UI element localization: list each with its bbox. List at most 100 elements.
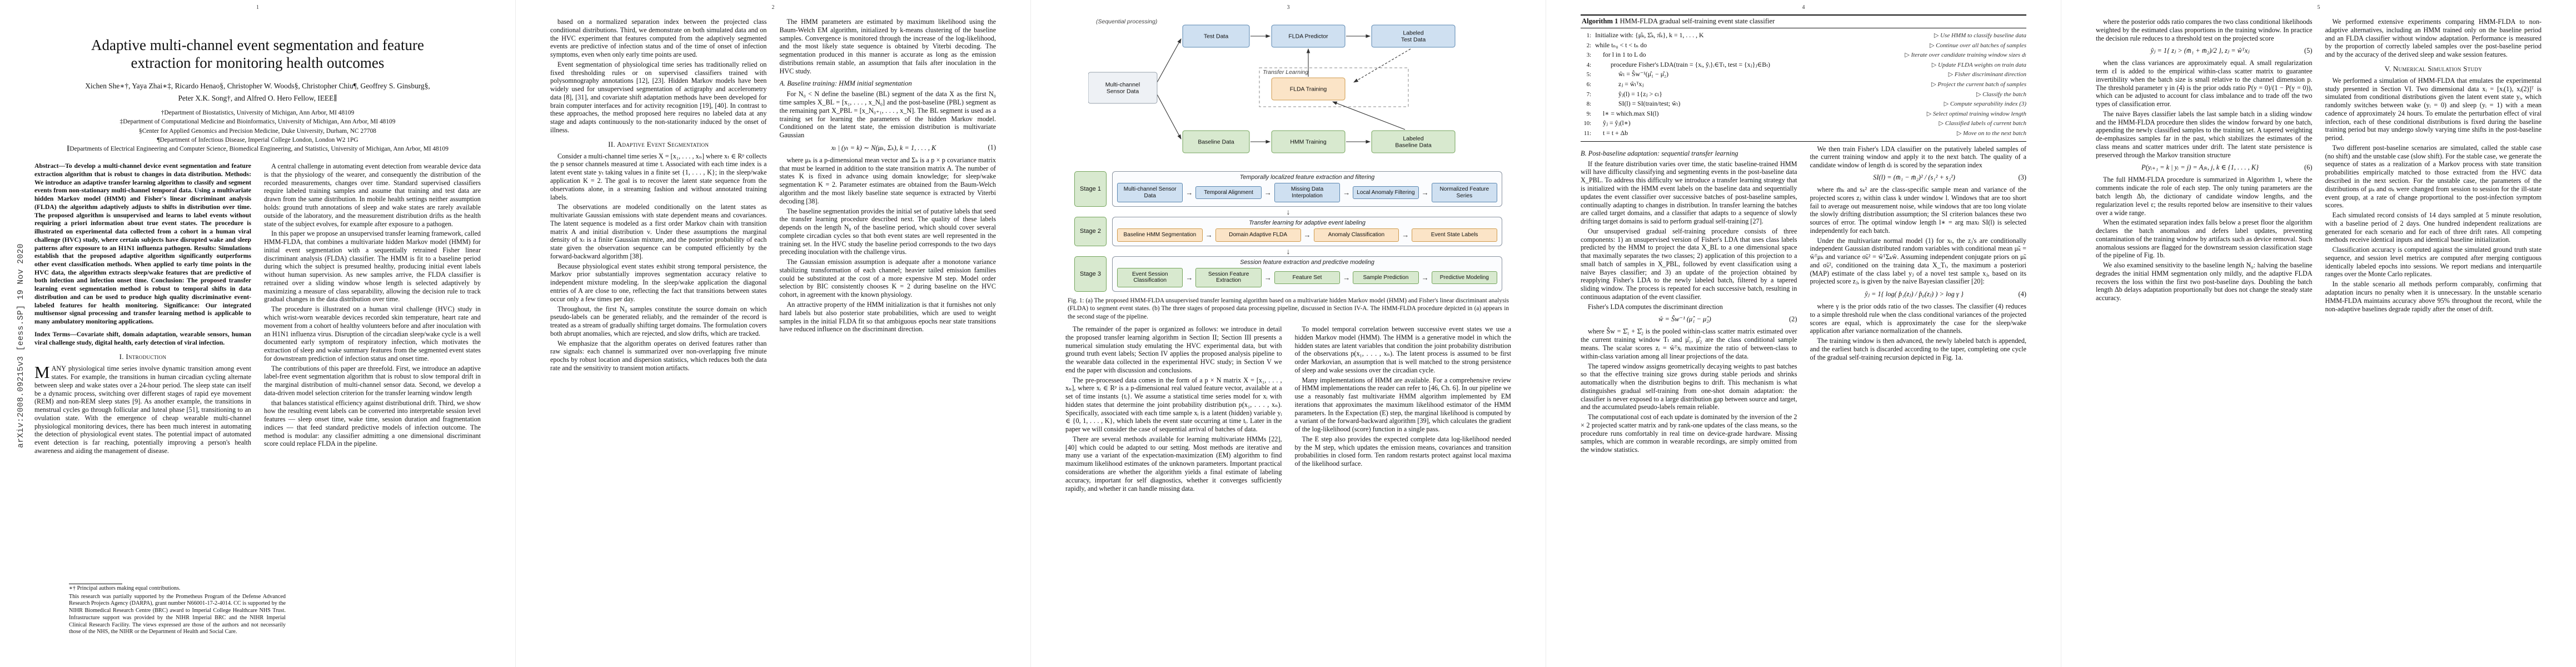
equation: P(yᵢ₊₁ = k | yᵢ = j) = Aⱼₖ, j, k ∈ {1, .… <box>2096 163 2313 172</box>
page-number: 4 <box>1802 4 1805 11</box>
algorithm-comment: ▷ Continue over all batches of samples <box>1929 42 2026 49</box>
equation-number: (3) <box>2018 173 2026 181</box>
equation: SI(l) = (m̄₁ − m̄₂)² / (s₁² + s₂²)(3) <box>1810 173 2026 182</box>
footnote-funding: This research was partially supported by… <box>69 593 286 635</box>
paragraph: We performed extensive experiments compa… <box>2325 18 2542 59</box>
pipeline-node: Domain Adaptive FLDA <box>1215 228 1301 242</box>
subsection-heading: A. Baseline training: HMM initial segmen… <box>779 79 912 88</box>
equation: ŷⱼ = 1{ zⱼ > (m̄₁ + m̄₂)/2 }, zⱼ = ŵᵀxⱼ(… <box>2096 46 2313 55</box>
paragraph: Throughout, the first N₀ samples constit… <box>550 305 767 337</box>
arrow-right-icon: → <box>1185 273 1193 282</box>
index-terms: Index Terms—Covariate shift, domain adap… <box>34 330 251 346</box>
paragraph: Event segmentation of physiological time… <box>550 60 767 134</box>
algorithm-line-number: 7: <box>1586 91 1591 98</box>
algorithm-comment: ▷ Move on to the next batch <box>1956 130 2026 137</box>
stage-label: Stage 3 <box>1074 256 1107 292</box>
pipeline-node: Predictive Modeling <box>1431 271 1498 285</box>
paragraph: Our unsupervised gradual self-training p… <box>1581 227 1797 301</box>
sequential-processing-label: (Sequential processing) <box>1096 18 1157 25</box>
paragraph: The baseline segmentation provides the i… <box>779 207 996 256</box>
footnote-equal-contrib: ∗† Principal authors making equal contri… <box>69 585 181 591</box>
flow-node <box>1182 130 1250 153</box>
paragraph: Because physiological event states exhib… <box>550 262 767 303</box>
equation-number: (6) <box>2304 163 2313 171</box>
paragraph: based on a normalized separation index b… <box>550 18 767 59</box>
transfer-learning-box <box>1259 67 1409 107</box>
text-column: We then train Fisher's LDA classifier on… <box>1810 145 2027 638</box>
page-number: 2 <box>771 4 775 11</box>
algorithm-label: Algorithm 1 <box>1582 17 1618 25</box>
arrow-right-icon: → <box>1185 188 1193 197</box>
arxiv-stamp: arXiv:2008.09215v3 [eess.SP] 19 Nov 2020 <box>17 243 26 448</box>
paragraph: Many implementations of HMM are availabl… <box>1294 376 1512 434</box>
algorithm-line: 6:zⱼ = ŵₗᵀxⱼ▷ Project the current batch … <box>1581 79 2026 89</box>
algorithm-line-number: 11: <box>1583 131 1591 137</box>
stage-flow: Event Session Classification→Session Fea… <box>1117 267 1498 287</box>
algorithm-line: 3:for l in 1 to L do▷ Iterate over candi… <box>1581 50 2026 60</box>
arrow-right-icon: → <box>1303 231 1311 240</box>
affiliation-line: §Center for Applied Genomics and Precisi… <box>139 127 376 135</box>
affiliation-line: ‡Department of Computational Medicine an… <box>119 118 396 126</box>
paragraph: where the posterior odds ratio compares … <box>2096 18 2313 42</box>
paragraph: Two different post-baseline scenarios ar… <box>2325 143 2542 210</box>
flow-node-label: FLDA Training <box>1290 86 1327 93</box>
paragraph: A central challenge in automating event … <box>264 162 481 228</box>
paragraph: In the stable scenario all methods perfo… <box>2325 280 2542 313</box>
paragraph: when the class variances are approximate… <box>2096 59 2313 108</box>
algorithm-comment: ▷ Classify the batch <box>1976 91 2026 98</box>
footnote: ∗† Principal authors making equal contri… <box>69 583 286 637</box>
page-4: 4 Algorithm 1 HMM-FLDA gradual self-trai… <box>1546 0 2061 667</box>
paper-header: Adaptive multi-channel event segmentatio… <box>34 14 481 153</box>
text-column: We performed extensive experiments compa… <box>2325 18 2542 636</box>
two-column-body: based on a normalized separation index b… <box>550 18 996 636</box>
paper-title: Adaptive multi-channel event segmentatio… <box>91 37 424 71</box>
algorithm-comment: ▷ Use HMM to classify baseline data <box>1934 32 2026 39</box>
flow-arrow <box>1353 48 1411 83</box>
author-line-1: Xichen She∗†, Yaya Zhai∗‡, Ricardo Henao… <box>85 81 430 90</box>
algorithm-line: 1:Initialize with: {μ̂ₖ, Σ̂ₖ, π̂ₖ}, k = … <box>1581 31 2026 41</box>
paragraph: The naive Bayes classifier labels the la… <box>2096 109 2313 159</box>
arrow-right-icon: → <box>1402 231 1409 240</box>
algorithm-line: 10:ŷⱼ = ŷⱼ(l∗)▷ Classified labels of cur… <box>1581 118 2026 128</box>
text-column: based on a normalized separation index b… <box>550 18 767 636</box>
algorithm-comment: ▷ Select optimal training window length <box>1926 110 2026 117</box>
algorithm-title: Algorithm 1 HMM-FLDA gradual self-traini… <box>1581 16 2026 28</box>
paragraph: For N₀ < N define the baseline (BL) segm… <box>779 90 996 140</box>
arrow-right-icon: → <box>1421 273 1429 282</box>
pipeline-node: Session Feature Extraction <box>1195 267 1262 287</box>
section-heading: I. Introduction <box>119 352 167 361</box>
flow-node-label: Test Data <box>1204 33 1229 40</box>
paragraph: Fisher's LDA computes the discriminant d… <box>1588 302 1723 311</box>
paragraph: The full HMM-FLDA procedure is summarize… <box>2096 176 2313 217</box>
algorithm-statement: procedure Fisher's LDA(train = {xᵢ, ŷᵢ}ᵢ… <box>1611 60 1770 68</box>
paragraph: If the feature distribution varies over … <box>1581 160 1797 226</box>
paragraph: The Gaussian emission assumption is adeq… <box>779 258 996 299</box>
two-column-body: where the posterior odds ratio compares … <box>2096 18 2542 636</box>
arrow-down-icon: ↓ <box>1286 246 1291 256</box>
stage-flow: Multi-channel Sensor Data→Temporal Align… <box>1117 183 1498 203</box>
algorithm-lines: 1:Initialize with: {μ̂ₖ, Σ̂ₖ, π̂ₖ}, k = … <box>1581 31 2026 138</box>
algorithm-line-number: 1: <box>1586 33 1591 39</box>
pipeline-node: Temporal Alignment <box>1195 186 1262 200</box>
paragraph: The pre-processed data comes in the form… <box>1065 376 1282 434</box>
arrow-right-icon: → <box>1343 188 1351 197</box>
equation-body: ŷⱼ = 1{ log( p̂₁(zⱼ) / p̂₀(zⱼ) ) > log γ… <box>1865 290 1964 298</box>
paragraph: The computational cost of each update is… <box>1581 413 1797 454</box>
page-number: 5 <box>2317 4 2320 11</box>
paragraph: We emphasize that the algorithm operates… <box>550 339 767 372</box>
arrow-right-icon: → <box>1343 273 1351 282</box>
page-number: 1 <box>256 4 259 11</box>
algorithm-line: 11:t = t + Δb▷ Move on to the next batch <box>1581 128 2026 138</box>
paragraph: The observations are modeled conditional… <box>550 203 767 260</box>
stage-box: Transfer learning for adaptive event lab… <box>1112 217 1502 246</box>
paragraph: where μₖ is a p-dimensional mean vector … <box>779 156 996 205</box>
text-column: where the posterior odds ratio compares … <box>2096 18 2313 636</box>
flow-node <box>1271 77 1346 101</box>
drop-cap: M <box>34 362 50 382</box>
paragraph: The procedure is illustrated on a human … <box>264 305 481 362</box>
arrow-right-icon: → <box>1264 273 1272 282</box>
text-column: A central challenge in automating event … <box>264 162 481 630</box>
